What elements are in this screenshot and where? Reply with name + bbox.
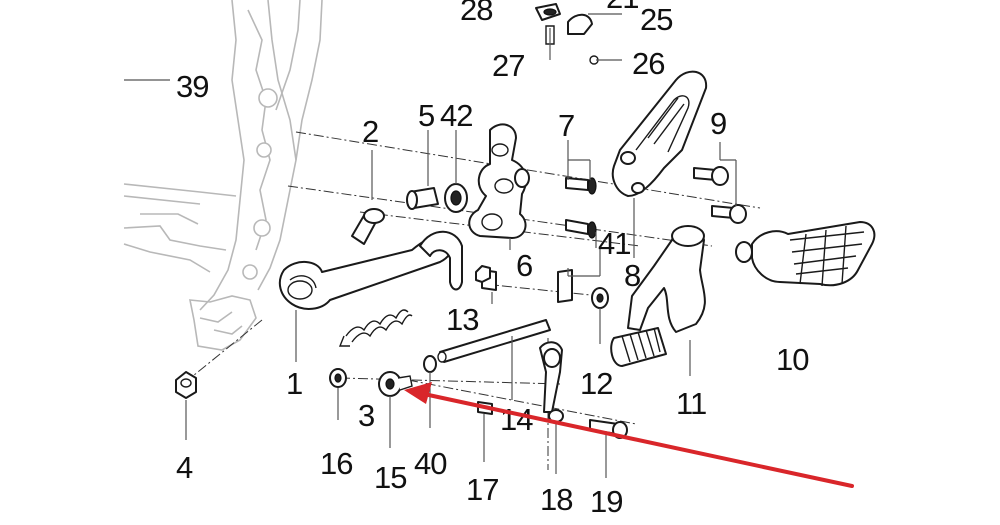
callout-26: 26 [632,46,664,81]
callout-7: 7 [558,108,574,143]
callout-8: 8 [624,258,640,293]
part-lever-bolt [351,208,385,245]
callout-4: 4 [176,450,193,485]
part-bolts-9 [693,166,747,224]
callout-40: 40 [414,446,447,481]
callout-28: 28 [460,0,492,27]
callout-6: 6 [516,248,532,283]
callout-14: 14 [500,402,533,437]
part-washer-42 [444,183,468,213]
callout-15: 15 [374,460,406,495]
part-bolt-13 [475,265,497,291]
callout-27: 27 [492,48,524,83]
part-footpeg-10 [735,221,876,287]
part-footpeg-plate-8 [611,70,708,197]
callout-2: 2 [362,114,378,149]
callout-42: 42 [440,98,472,133]
frame-outline [123,0,323,351]
leader-lines [124,13,737,478]
callout-21: 21 [606,0,638,15]
callout-labels: 39 2 5 42 7 9 41 8 6 13 10 12 11 1 3 14 … [176,0,810,519]
part-pedal-arm-11 [610,225,706,367]
red-arrow-pointer [404,382,854,488]
callout-25: 25 [640,2,672,37]
part-bolts-7 [565,177,597,239]
callout-13: 13 [446,302,478,337]
callout-41: 41 [598,226,630,261]
callout-19: 19 [590,484,622,519]
callout-39: 39 [176,69,208,104]
callout-16: 16 [320,446,352,481]
callout-12: 12 [580,366,612,401]
part-shift-rod-14 [437,269,573,363]
part-bracket-6 [468,123,530,239]
callout-9: 9 [710,106,726,141]
part-washer-16 [329,368,347,388]
part-top-fasteners [535,3,599,65]
callout-5: 5 [418,98,434,133]
part-spring [338,309,413,347]
part-washer-40 [423,355,437,373]
part-linkage-18 [539,341,564,423]
part-bolt-15 [378,371,413,397]
part-shift-lever [278,230,463,310]
callout-3: 3 [358,398,374,433]
callout-10: 10 [776,342,809,377]
callout-17: 17 [466,472,498,507]
callout-18: 18 [540,482,572,517]
callout-11: 11 [676,386,706,421]
part-bushing-5 [406,187,439,210]
part-washer-12 [591,287,609,309]
callout-1: 1 [286,366,302,401]
part-nut-4 [175,371,197,399]
